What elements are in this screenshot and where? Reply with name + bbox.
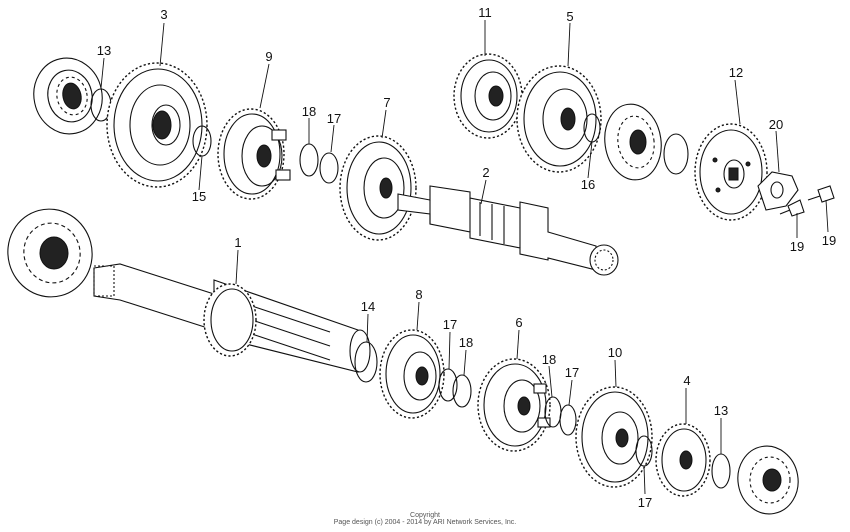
gear-on-mainshaft	[203, 283, 257, 357]
callout-17-top: 17	[327, 111, 341, 126]
copyright-line: Copyright	[410, 512, 440, 519]
callout-2: 2	[482, 165, 489, 180]
callout-18-right: 18	[542, 352, 556, 367]
callout-18-top: 18	[302, 104, 316, 119]
bearing-bottom-left	[7, 208, 93, 298]
circlip-17-mid	[438, 368, 458, 402]
bearing-top-right	[604, 103, 662, 181]
callout-13-bottom: 13	[714, 403, 728, 418]
callout-5: 5	[566, 9, 573, 24]
callout-19-b: 19	[822, 233, 836, 248]
washer-18-top	[299, 143, 319, 177]
gear-3	[106, 62, 208, 188]
callout-9: 9	[265, 49, 272, 64]
callout-16: 16	[581, 177, 595, 192]
bearing-bottom-right	[737, 445, 799, 515]
callout-10: 10	[608, 345, 622, 360]
callout-18-mid: 18	[459, 335, 473, 350]
callout-17-mid: 17	[443, 317, 457, 332]
circlip-17-top	[319, 152, 339, 184]
collar	[663, 133, 689, 175]
gear-10	[575, 386, 653, 488]
callout-leaders	[100, 20, 829, 495]
bolt-19-b	[807, 185, 835, 203]
copyright-notice: Page design (c) 2004 - 2014 by ARI Netwo…	[333, 519, 517, 526]
bearing-13-top	[33, 57, 103, 135]
callout-7: 7	[383, 95, 390, 110]
callout-17-right: 17	[565, 365, 579, 380]
gear-6	[477, 358, 551, 452]
callout-17-lower: 17	[638, 495, 652, 510]
gear-9	[217, 108, 291, 200]
washer-13-bottom	[711, 453, 731, 489]
callout-6: 6	[515, 315, 522, 330]
gear-11	[453, 53, 523, 139]
plate-20	[757, 171, 799, 211]
callout-11: 11	[478, 5, 492, 20]
circlip-17-right	[559, 404, 577, 436]
gear-8	[379, 329, 445, 419]
sprocket-12	[694, 123, 768, 221]
callout-19-a: 19	[790, 239, 804, 254]
callout-12: 12	[729, 65, 743, 80]
bolt-19-a	[779, 199, 805, 217]
callout-8: 8	[415, 287, 422, 302]
gear-5	[516, 65, 602, 173]
callout-labels: 3 13 9 18 17 7 15 11 5 12 20 16 2 19 19 …	[97, 5, 836, 510]
countershaft-2	[397, 185, 619, 276]
callout-1: 1	[234, 235, 241, 250]
gear-4	[655, 423, 711, 497]
washer-18-mid	[452, 374, 472, 408]
callout-15: 15	[192, 189, 206, 204]
gear-7	[339, 135, 417, 241]
washer-14	[354, 341, 378, 383]
callout-20: 20	[769, 117, 783, 132]
callout-13-top: 13	[97, 43, 111, 58]
callout-3-top: 3	[160, 7, 167, 22]
callout-14: 14	[361, 299, 375, 314]
callout-4: 4	[683, 373, 690, 388]
